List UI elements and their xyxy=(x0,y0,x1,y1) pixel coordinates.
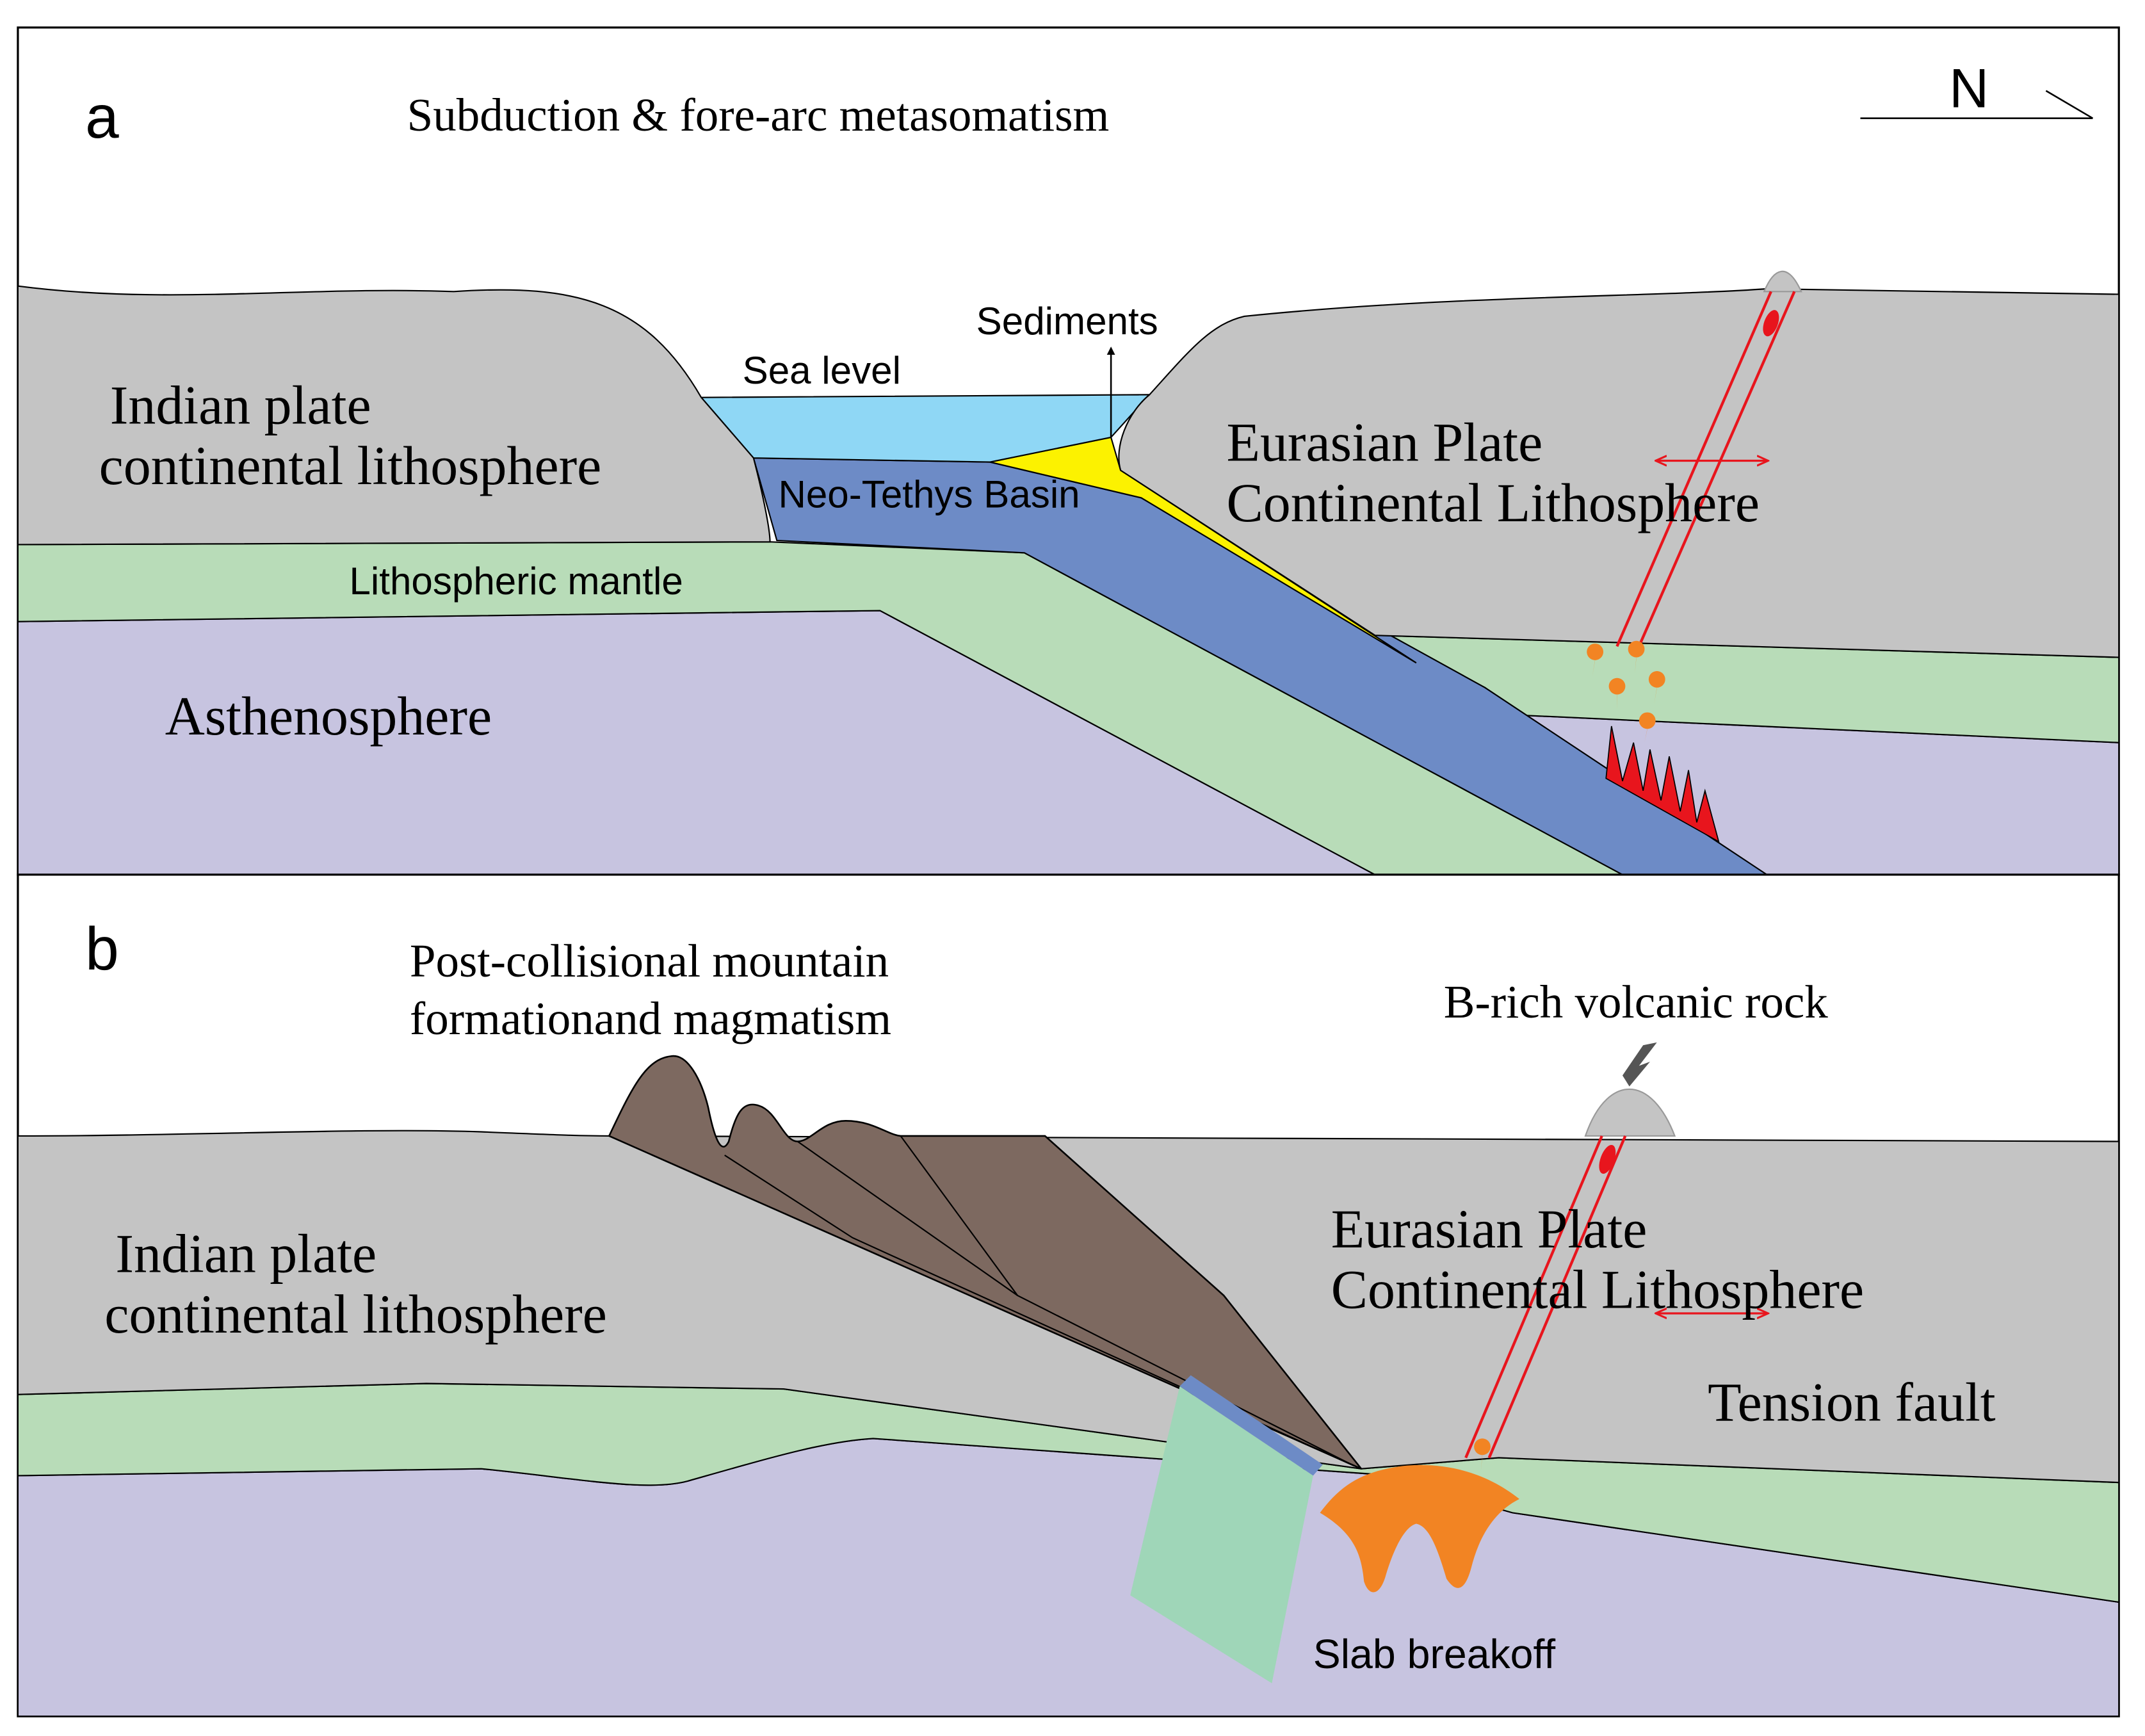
mountain-label-1: Post-collisional mountain xyxy=(410,935,889,987)
panel-a-letter: a xyxy=(85,83,119,151)
panel-b-letter: b xyxy=(85,915,119,983)
volcano-cap-a xyxy=(1763,270,1802,293)
basin-label: Neo-Tethys Basin xyxy=(778,473,1080,515)
eurasian-label-a-1: Eurasian Plate xyxy=(1227,411,1543,473)
asthenosphere-label: Asthenosphere xyxy=(165,685,492,747)
melt-droplets-a xyxy=(1587,640,1665,743)
indian-crust-a xyxy=(17,285,771,546)
thrust-mountain xyxy=(608,1055,1362,1470)
slab-breakoff-block xyxy=(1130,1375,1323,1683)
eruption-plume xyxy=(1622,1042,1657,1087)
indian-label-b-2: continental lithosphere xyxy=(104,1283,607,1345)
eurasian-label-a-2: Continental Lithosphere xyxy=(1227,472,1760,533)
mountain-label-2: formationand magmatism xyxy=(410,993,891,1044)
indian-label-b-1: Indian plate xyxy=(115,1223,376,1285)
volcano-cone-b xyxy=(1584,1088,1676,1137)
sea-level-label: Sea level xyxy=(743,349,901,392)
litho-mantle-label: Lithospheric mantle xyxy=(349,560,683,603)
tension-fault-label: Tension fault xyxy=(1708,1371,1996,1432)
north-label: N xyxy=(1949,58,1989,120)
lithospheric-mantle-b xyxy=(17,1383,2120,1603)
magma-blob-b xyxy=(1599,1144,1616,1174)
panel-a: N a Subduction & fore-arc metasomatism I… xyxy=(17,26,2120,876)
slab-breakoff-label: Slab breakoff xyxy=(1313,1631,1555,1677)
panel-b: b Post-collisional mountain formationand… xyxy=(17,873,2120,1717)
sediments-label: Sediments xyxy=(976,300,1158,343)
volcanic-label: B-rich volcanic rock xyxy=(1444,976,1828,1028)
indian-label-a-1: Indian plate xyxy=(110,374,371,435)
eurasian-label-b-2: Continental Lithosphere xyxy=(1331,1258,1864,1320)
magma-chamber xyxy=(1320,1464,1519,1593)
magma-dyke-b xyxy=(1464,1135,1627,1459)
indian-label-a-2: continental lithosphere xyxy=(99,435,602,496)
magma-dyke-a xyxy=(1615,291,1796,647)
partial-melting-zone xyxy=(1605,726,1720,843)
eurasian-crust-a xyxy=(1118,288,2120,658)
melt-droplet-b xyxy=(1474,1438,1491,1472)
panel-a-title: Subduction & fore-arc metasomatism xyxy=(407,89,1110,141)
magma-blob-a xyxy=(1763,310,1779,337)
north-arrow xyxy=(1860,90,2094,119)
eurasian-label-b-1: Eurasian Plate xyxy=(1331,1198,1647,1260)
